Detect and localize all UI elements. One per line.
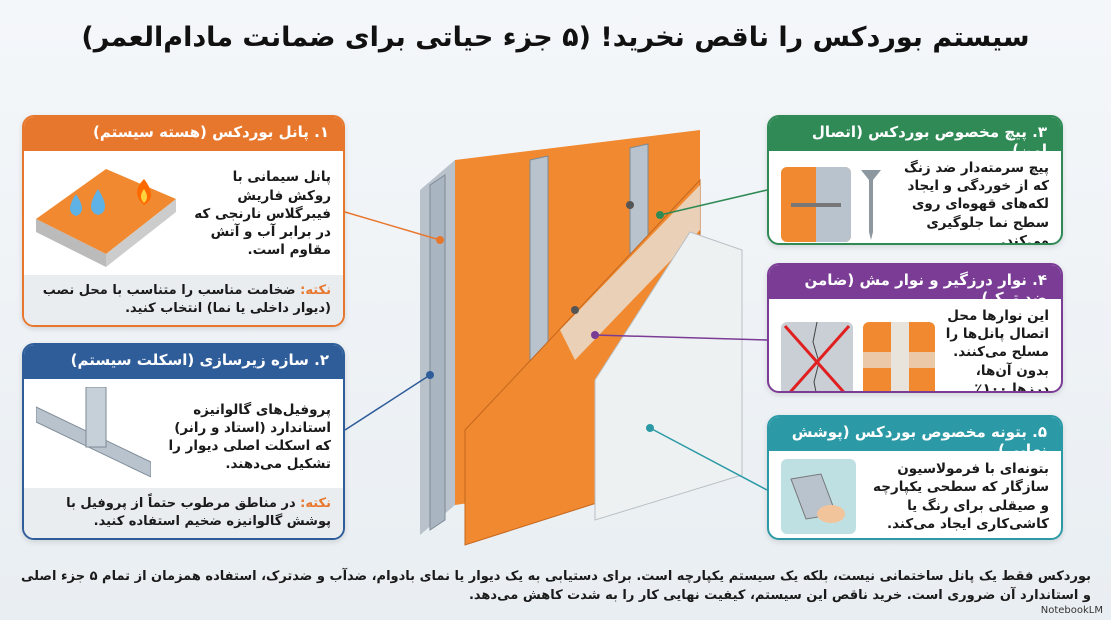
trowel-illustration — [781, 459, 856, 534]
putty-layer — [594, 231, 743, 521]
cracked-wall-crossed-icon — [781, 321, 853, 391]
screw-head-icon — [571, 306, 579, 314]
card-note: نکته: ضخامت مناسب را متناسب با محل نصب (… — [24, 274, 343, 325]
screw-head-icon — [626, 201, 634, 209]
card-body: بتونه‌ای با فرمولاسیون سازگار که سطحی یک… — [873, 461, 1049, 532]
card-note: نکته: در مناطق مرطوب حتماً از پروفیل با … — [24, 487, 343, 538]
card-tape: ۴. نوار درزگیر و نوار مش (ضامن ضد ترک) ا… — [767, 263, 1063, 393]
card-screw: ۳. پیچ مخصوص بوردکس (اتصال امن) پیچ سرمت… — [767, 115, 1063, 245]
note-text: در مناطق مرطوب حتماً از پروفیل با پوشش گ… — [66, 495, 331, 529]
card-body: پانل سیمانی با روکش فاریش فیبرگلاس نارنج… — [194, 169, 331, 259]
card-title: ۵. بتونه مخصوص بوردکس (پوشش نهایی) — [769, 417, 1061, 459]
callout-lines — [344, 189, 768, 491]
profile-illustration — [36, 387, 151, 487]
water-drops-icon — [70, 189, 105, 216]
notebooklm-logo: NotebookLM — [1040, 605, 1103, 616]
screw-icon — [861, 169, 881, 240]
card-title: ۴. نوار درزگیر و نوار مش (ضامن ضد ترک) — [769, 265, 1061, 307]
card-panel: ۱. پانل بوردکس (هسته سیستم) پانل سیمانی … — [22, 115, 345, 327]
stud-1 — [429, 174, 446, 531]
card-body: پیچ سرمته‌دار ضد زنگ که از خوردگی و ایجا… — [904, 160, 1049, 245]
mesh-band — [560, 185, 700, 360]
note-label: نکته: — [300, 495, 331, 511]
note-text: ضخامت مناسب را متناسب با محل نصب (دیوار … — [42, 282, 331, 316]
screw-in-panel-illustration — [781, 167, 851, 243]
panel-illustration — [36, 159, 176, 269]
card-title: ۱. پانل بوردکس (هسته سیستم) — [24, 117, 343, 151]
mesh-tape-illustration — [863, 321, 935, 391]
card-framing: ۲. سازه زیرسازی (اسکلت سیستم) پروفیل‌های… — [22, 343, 345, 540]
wall-layers — [420, 130, 743, 546]
card-putty: ۵. بتونه مخصوص بوردکس (پوشش نهایی) بتونه… — [767, 415, 1063, 540]
fire-icon — [137, 179, 151, 205]
note-label: نکته: — [300, 282, 331, 298]
footer-summary: بوردکس فقط یک پانل ساختمانی نیست، بلکه ی… — [20, 569, 1091, 603]
page-title: سیستم بوردکس را ناقص نخرید! (۵ جزء حیاتی… — [81, 22, 1030, 53]
card-title: ۲. سازه زیرسازی (اسکلت سیستم) — [24, 345, 343, 379]
card-body: این نوارها محل اتصال پانل‌ها را مسلح می‌… — [945, 308, 1049, 393]
card-body: پروفیل‌های گالوانیزه استاندارد (استاد و … — [168, 401, 332, 473]
card-title: ۳. پیچ مخصوص بوردکس (اتصال امن) — [769, 117, 1061, 159]
